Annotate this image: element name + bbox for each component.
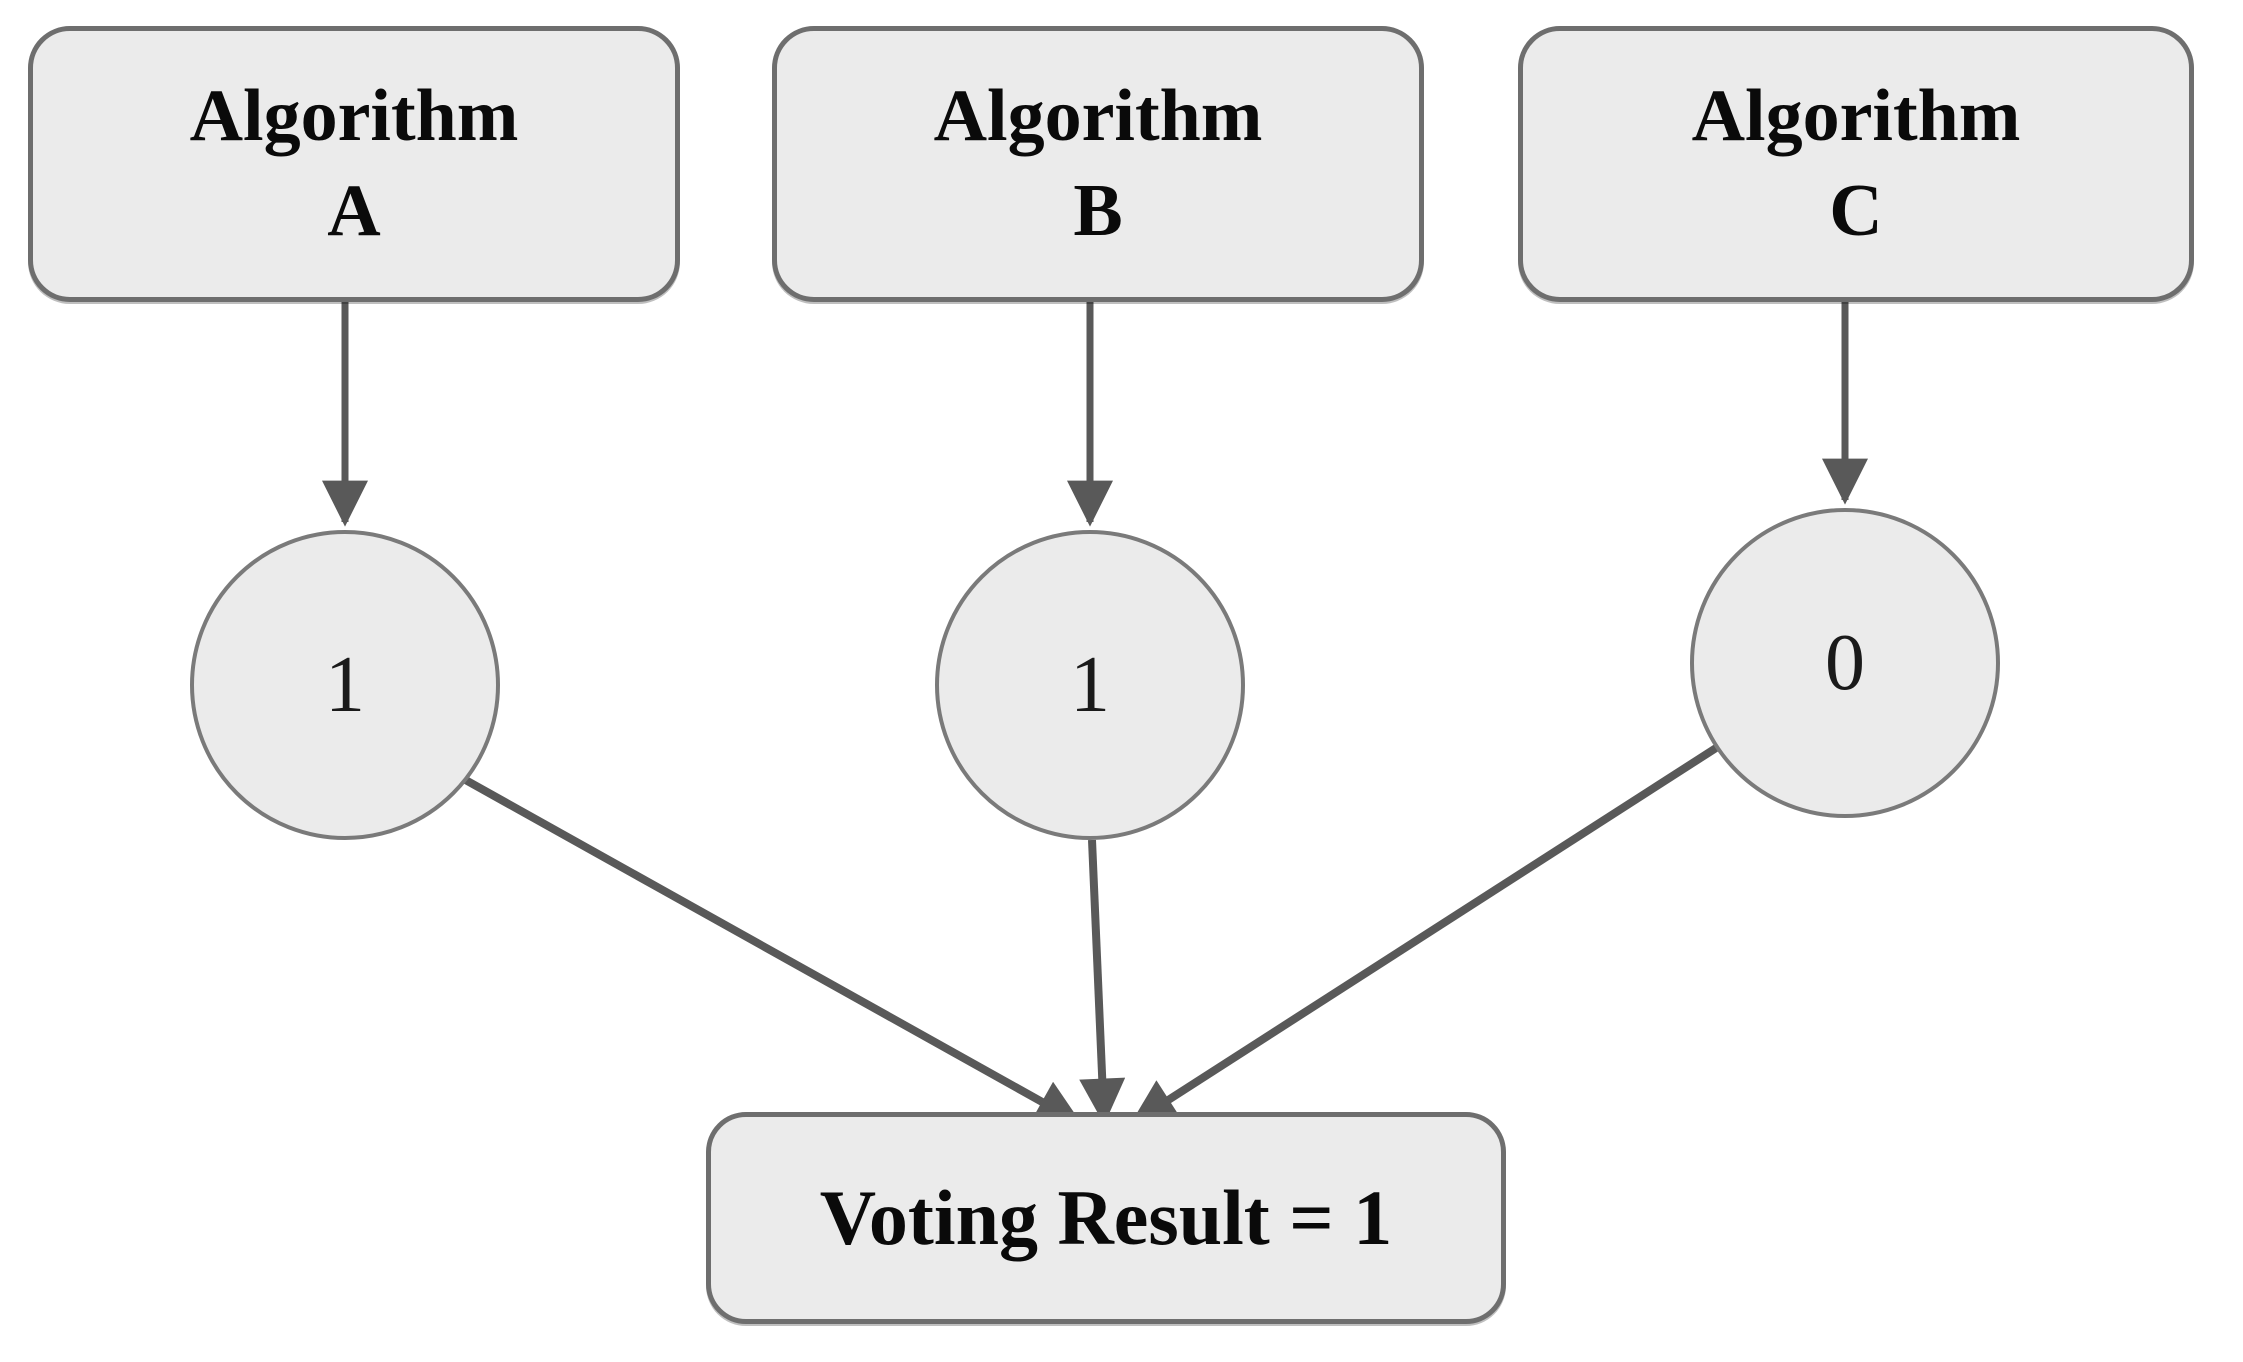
node-vote-a: 1 (190, 530, 500, 840)
node-vote-c: 0 (1690, 508, 2000, 818)
node-algorithm-c-label-line2: C (1829, 170, 1883, 252)
node-vote-b: 1 (935, 530, 1245, 840)
node-voting-result-label: Voting Result = 1 (819, 1174, 1393, 1261)
node-algorithm-b: Algorithm B (772, 26, 1424, 302)
node-algorithm-b-label-line1: Algorithm (933, 75, 1263, 158)
edge-vote-b-to-result (1079, 839, 1126, 1125)
node-algorithm-b-label-line2: B (1073, 170, 1123, 252)
node-vote-a-value: 1 (325, 640, 365, 729)
node-algorithm-a-label-line1: Algorithm (189, 75, 519, 158)
node-voting-result: Voting Result = 1 (706, 1112, 1506, 1324)
node-algorithm-c: Algorithm C (1518, 26, 2194, 302)
edge-vote-a-to-result (460, 774, 1083, 1126)
node-vote-b-value: 1 (1070, 640, 1110, 729)
node-vote-c-value: 0 (1825, 618, 1865, 707)
node-algorithm-a: Algorithm A (28, 26, 680, 302)
node-algorithm-a-label-line2: A (327, 170, 381, 252)
node-algorithm-c-label-line1: Algorithm (1691, 75, 2021, 158)
edge-vote-c-to-result (1130, 744, 1719, 1126)
